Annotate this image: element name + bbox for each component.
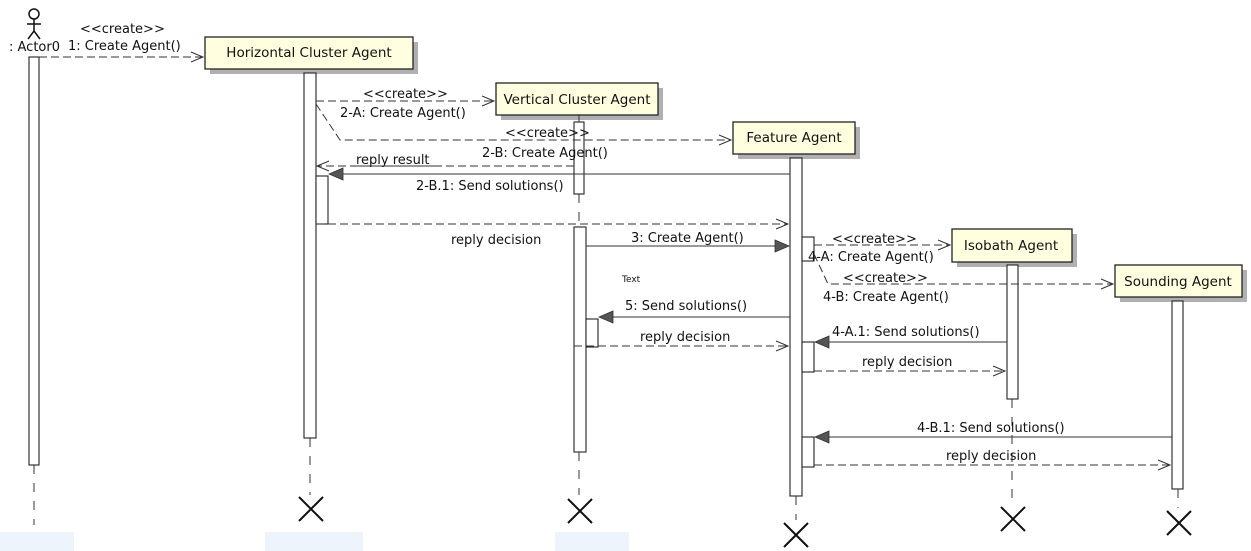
sounding-agent-box — [1114, 264, 1243, 298]
horizontal-destroy-icon — [298, 496, 324, 522]
stereotype-create-4b: <<create>> — [843, 271, 928, 286]
vertical-cluster-agent-box — [495, 82, 659, 116]
sounding-destroy-icon — [1166, 510, 1192, 536]
isobath-destroy-icon — [1000, 506, 1026, 532]
sounding-activation — [1171, 300, 1184, 490]
isobath-agent-label: Isobath Agent — [964, 238, 1058, 254]
bottom-artifact — [555, 532, 629, 551]
text-note: Text — [621, 275, 641, 285]
isobath-activation — [1006, 264, 1019, 400]
sounding-agent-label: Sounding Agent — [1124, 274, 1232, 290]
stereotype-create-4a: <<create>> — [832, 232, 917, 247]
horizontal-activation — [303, 72, 317, 439]
message-2b1-label: 2-B.1: Send solutions() — [416, 179, 564, 194]
message-4b-label: 4-B: Create Agent() — [823, 290, 949, 305]
message-4a1-label: 4-A.1: Send solutions() — [832, 325, 980, 340]
bottom-artifact — [0, 532, 74, 551]
vertical-destroy-icon — [567, 498, 593, 524]
actor-figure-icon — [27, 8, 41, 40]
message-5-label: 5: Send solutions() — [625, 299, 747, 314]
vertical-activation-2 — [573, 226, 587, 453]
message-2a-label: 2-A: Create Agent() — [340, 106, 466, 121]
horizontal-sub-activation — [315, 175, 329, 225]
vertical-sub-activation — [585, 318, 599, 348]
reply-decision-sounding-label: reply decision — [946, 449, 1036, 464]
bottom-artifact — [265, 532, 363, 551]
isobath-agent-box — [951, 228, 1073, 263]
message-2b-label: 2-B: Create Agent() — [482, 146, 608, 161]
message-create-feature — [315, 103, 731, 140]
feature-activation — [789, 157, 803, 497]
feature-agent-box — [732, 121, 856, 155]
horizontal-cluster-agent-label: Horizontal Cluster Agent — [226, 45, 391, 61]
actor-activation — [28, 56, 40, 466]
message-create-sounding — [813, 253, 1113, 284]
reply-result-label: reply result — [356, 153, 430, 168]
reply-decision-isobath-label: reply decision — [862, 355, 952, 370]
feature-destroy-icon — [783, 522, 809, 548]
stereotype-create-2a: <<create>> — [363, 87, 448, 102]
reply-decision-horizontal-label: reply decision — [451, 233, 541, 248]
feature-sub-activation-2 — [801, 341, 815, 373]
feature-sub-activation-3 — [801, 436, 815, 468]
reply-decision-vertical-label: reply decision — [640, 330, 730, 345]
vertical-cluster-agent-label: Vertical Cluster Agent — [504, 92, 651, 108]
horizontal-cluster-agent-box — [204, 36, 414, 70]
feature-agent-label: Feature Agent — [746, 130, 841, 146]
actor-label: : Actor0 — [9, 40, 60, 55]
message-4a-label: 4-A: Create Agent() — [808, 250, 934, 265]
message-1-label: 1: Create Agent() — [68, 39, 181, 54]
message-3-label: 3: Create Agent() — [631, 231, 744, 246]
message-4b1-label: 4-B.1: Send solutions() — [917, 421, 1065, 436]
feature-sub-activation-1 — [801, 236, 815, 262]
stereotype-create-1: <<create>> — [80, 22, 165, 37]
stereotype-create-2b: <<create>> — [505, 126, 590, 141]
